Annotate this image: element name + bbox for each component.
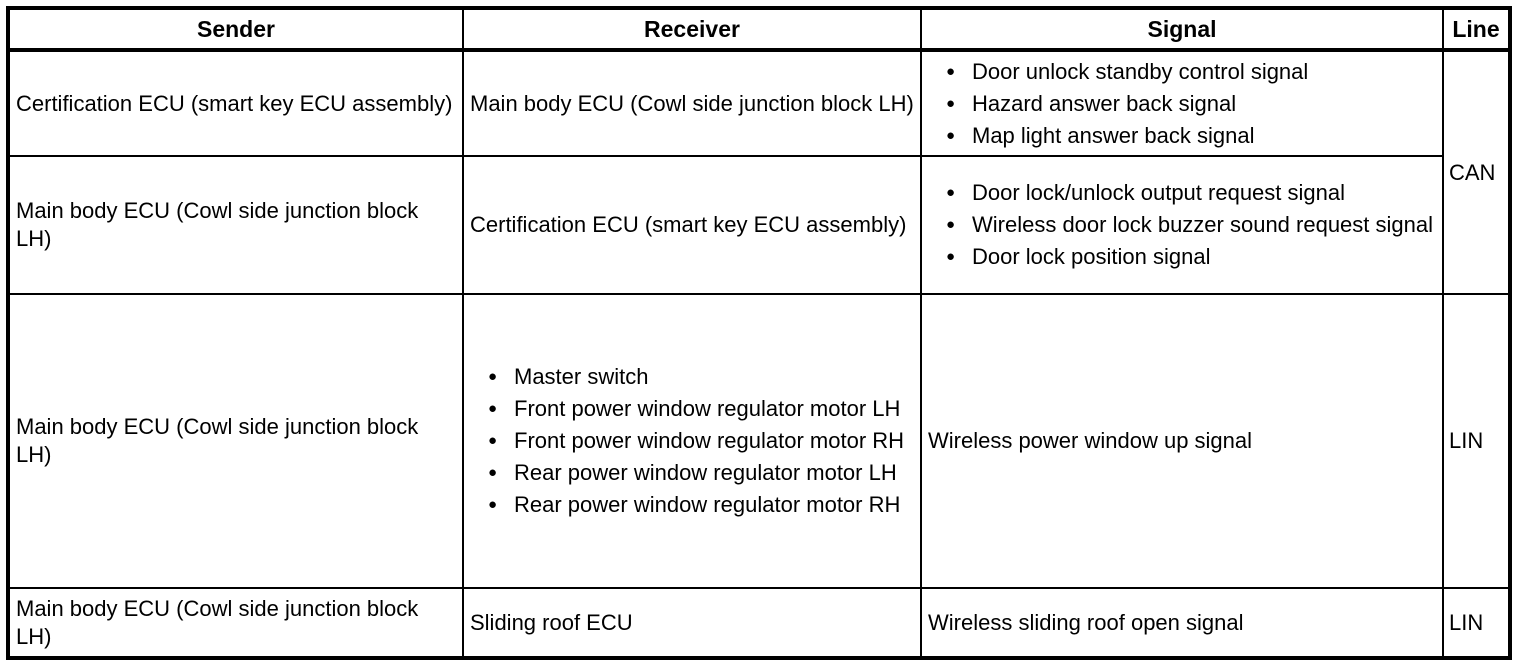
signal-item-text: Door lock position signal (972, 244, 1211, 269)
bullet-icon: ● (488, 368, 498, 385)
receiver-item: ● Master switch (470, 361, 916, 393)
signal-item-text: Door unlock standby control signal (972, 58, 1309, 84)
receiver-cell: ● Master switch ● Front power window regul… (462, 293, 922, 589)
sender-cell: Main body ECU (Cowl side junction block … (7, 293, 464, 589)
receiver-item: ● Front power window regulator motor RH (470, 425, 916, 457)
signal-cell: Wireless power window up signal (920, 293, 1444, 589)
signal-item: ● Wireless door lock buzzer sound request… (928, 209, 1438, 241)
column-header-line: Line (1442, 7, 1511, 52)
receiver-cell: Main body ECU (Cowl side junction block … (462, 49, 922, 157)
signal-item-text: Map light answer back signal (972, 122, 1255, 148)
signal-list: ● Door unlock standby control signal ● Haz… (928, 56, 1438, 152)
signal-item-text: Hazard answer back signal (972, 90, 1237, 116)
column-header-receiver: Receiver (462, 7, 922, 52)
sender-cell: Main body ECU (Cowl side junction block … (7, 587, 464, 659)
bullet-icon: ● (946, 248, 956, 265)
receiver-item: ● Rear power window regulator motor RH (470, 489, 916, 521)
signal-item: ● Door lock position signal (928, 241, 1438, 273)
sender-cell: Main body ECU (Cowl side junction block … (7, 155, 464, 295)
bullet-icon: ● (946, 126, 956, 144)
receiver-item: ● Rear power window regulator motor LH (470, 457, 916, 489)
receiver-item-text: Rear power window regulator motor LH (514, 460, 897, 485)
receiver-cell: Certification ECU (smart key ECU assembl… (462, 155, 922, 295)
bullet-icon: ● (946, 184, 956, 201)
table-row: Main body ECU (Cowl side junction block … (7, 293, 1511, 589)
line-cell: LIN (1442, 587, 1511, 659)
bullet-icon: ● (488, 496, 498, 513)
signal-cell: ● Door unlock standby control signal ● Haz… (920, 49, 1444, 157)
bullet-icon: ● (488, 464, 498, 481)
signal-cell: Wireless sliding roof open signal (920, 587, 1444, 659)
bullet-icon: ● (488, 400, 498, 417)
sender-receiver-signal-table: Sender Receiver Signal Line Certificatio… (6, 6, 1512, 660)
bullet-icon: ● (946, 216, 956, 233)
signal-list: ●Door lock/unlock output request signal … (928, 177, 1438, 273)
signal-item: ● Hazard answer back signal (928, 88, 1438, 120)
header-row: Sender Receiver Signal Line (7, 7, 1511, 52)
line-cell: LIN (1442, 293, 1511, 589)
receiver-cell: Sliding roof ECU (462, 587, 922, 659)
table-row: Main body ECU (Cowl side junction block … (7, 587, 1511, 659)
signal-item: ● Door unlock standby control signal (928, 56, 1438, 88)
signal-item: ● Door lock/unlock output request signal (928, 177, 1438, 209)
bullet-icon: ● (946, 94, 956, 112)
receiver-item: ● Front power window regulator motor LH (470, 393, 916, 425)
signal-item-text: Wireless door lock buzzer sound request … (972, 212, 1434, 237)
bullet-icon: ● (946, 62, 956, 80)
table-row: Certification ECU (smart key ECU assembl… (7, 49, 1511, 295)
receiver-item-text: Master switch (514, 364, 649, 389)
line-cell: CAN (1442, 49, 1511, 295)
column-header-signal: Signal (920, 7, 1444, 52)
sender-cell: Certification ECU (smart key ECU assembl… (7, 49, 464, 157)
bullet-icon: ● (488, 432, 498, 449)
receiver-item-text: Rear power window regulator motor RH (514, 492, 901, 517)
column-header-sender: Sender (7, 7, 464, 52)
receiver-item-text: Front power window regulator motor LH (514, 396, 901, 421)
receiver-list: ● Master switch ● Front power window regul… (470, 361, 916, 521)
receiver-item-text: Front power window regulator motor RH (514, 428, 905, 453)
signal-item: ● Map light answer back signal (928, 120, 1438, 152)
signal-cell: ●Door lock/unlock output request signal … (920, 155, 1444, 295)
signal-item-text: Door lock/unlock output request signal (972, 180, 1345, 205)
table-row: Main body ECU (Cowl side junction block … (7, 155, 1510, 295)
